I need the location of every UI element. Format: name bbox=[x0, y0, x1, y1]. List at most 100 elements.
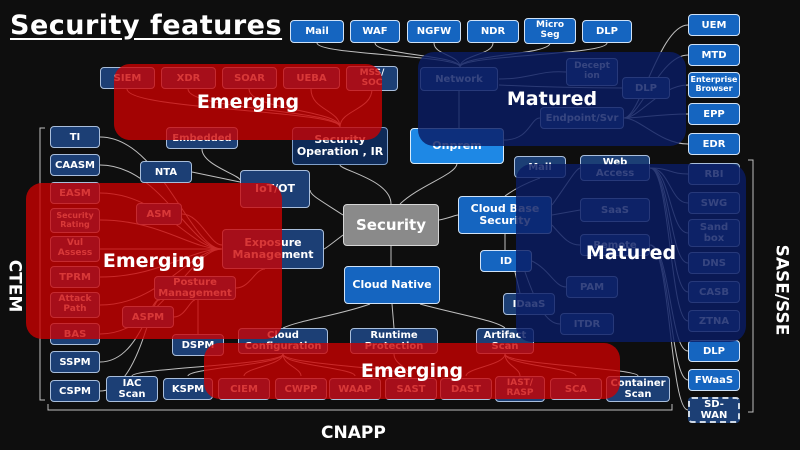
node-network[interactable]: Network bbox=[420, 67, 498, 91]
node-artifact-scan[interactable]: Artifact Scan bbox=[476, 328, 534, 354]
node-asm[interactable]: ASM bbox=[136, 203, 182, 225]
node-iac-scan[interactable]: IAC Scan bbox=[106, 376, 158, 402]
node-cwpp[interactable]: CWPP bbox=[275, 378, 327, 400]
node-container-scan[interactable]: Container Scan bbox=[606, 376, 670, 402]
node-cspm[interactable]: CSPM bbox=[50, 380, 100, 402]
node-epp[interactable]: EPP bbox=[688, 103, 740, 125]
node-dspm[interactable]: DSPM bbox=[172, 334, 224, 356]
node-iot-ot[interactable]: IoT/OT bbox=[240, 170, 310, 208]
connector-ctem bbox=[99, 248, 223, 278]
connector-security-operation bbox=[339, 164, 392, 205]
node-caasm[interactable]: CAASM bbox=[50, 154, 100, 176]
node-mail-mid[interactable]: Mail bbox=[514, 156, 566, 178]
node-bas[interactable]: BAS bbox=[50, 323, 100, 345]
node-waap[interactable]: WAAP bbox=[329, 378, 381, 400]
node-onprem[interactable]: Onprem bbox=[410, 128, 504, 164]
node-easm[interactable]: EASM bbox=[50, 182, 100, 204]
connector-nta bbox=[191, 171, 241, 183]
node-itdr[interactable]: ITDR bbox=[560, 313, 614, 335]
connector-idaas bbox=[514, 271, 521, 294]
connector-aspm bbox=[173, 299, 196, 318]
node-waf[interactable]: WAF bbox=[350, 20, 400, 43]
node-embedded[interactable]: Embedded bbox=[166, 127, 238, 149]
connector-artifact bbox=[419, 303, 506, 329]
connector-asm bbox=[181, 213, 223, 246]
node-dlp-mid[interactable]: DLP bbox=[622, 77, 670, 99]
connector-deception bbox=[498, 71, 567, 80]
node-endpoint-svr[interactable]: Endpoint/Svr bbox=[540, 107, 624, 129]
connector-artifact-row bbox=[465, 353, 506, 377]
node-ngfw[interactable]: NGFW bbox=[407, 20, 461, 43]
connector-endpoint-column bbox=[623, 117, 689, 145]
node-dlp-right[interactable]: DLP bbox=[688, 340, 740, 362]
node-sspm[interactable]: SSPM bbox=[50, 351, 100, 373]
node-mss-soc[interactable]: MSS/ SOC bbox=[346, 66, 398, 91]
bracket-cnapp bbox=[47, 404, 673, 411]
node-casb[interactable]: CASB bbox=[688, 281, 740, 303]
node-aspm[interactable]: ASPM bbox=[122, 306, 174, 328]
connector-secops-row bbox=[339, 88, 373, 128]
node-saas[interactable]: SaaS bbox=[580, 198, 650, 222]
connector-remote bbox=[551, 224, 581, 246]
node-cloud-base-security[interactable]: Cloud Base Security bbox=[458, 196, 552, 234]
connector-sase-lower bbox=[649, 244, 689, 381]
label-ctem: CTEM bbox=[4, 259, 25, 313]
bracket-sase bbox=[748, 159, 754, 413]
node-rbi[interactable]: RBI bbox=[688, 163, 740, 185]
bracket-ctem bbox=[39, 127, 45, 401]
node-sd-wan[interactable]: SD- WAN bbox=[688, 397, 740, 423]
node-cloud-native[interactable]: Cloud Native bbox=[344, 266, 440, 304]
connector-embedded bbox=[201, 148, 241, 181]
connector-sase-lower bbox=[649, 244, 689, 352]
node-attack-path[interactable]: Attack Path bbox=[50, 292, 100, 318]
node-mail-top[interactable]: Mail bbox=[290, 20, 344, 43]
node-cloud-configuration[interactable]: Cloud Configuration bbox=[238, 328, 328, 354]
node-vul-assess[interactable]: Vul Assess bbox=[50, 236, 100, 262]
node-exposure-management[interactable]: Exposure Management bbox=[222, 229, 324, 269]
node-pam[interactable]: PAM bbox=[566, 276, 618, 298]
node-uem[interactable]: UEM bbox=[688, 14, 740, 36]
node-id[interactable]: ID bbox=[480, 250, 532, 272]
node-idaas[interactable]: IDaaS bbox=[503, 293, 555, 315]
connector-config-row bbox=[187, 353, 284, 377]
connector-secops-row bbox=[126, 88, 341, 128]
node-iast-rasp[interactable]: IAST/ RASP bbox=[495, 376, 545, 402]
node-runtime-protection[interactable]: Runtime Protection bbox=[350, 328, 438, 354]
node-ciem[interactable]: CIEM bbox=[218, 378, 270, 400]
connector-pam bbox=[531, 260, 567, 288]
node-nta[interactable]: NTA bbox=[140, 161, 192, 183]
node-sandbox[interactable]: Sand box bbox=[688, 219, 740, 247]
node-siem[interactable]: SIEM bbox=[100, 67, 155, 89]
node-sca[interactable]: SCA bbox=[550, 378, 602, 400]
node-security-operation[interactable]: Security Operation , IR bbox=[292, 127, 388, 165]
node-web-access[interactable]: Web Access bbox=[580, 155, 650, 181]
node-deception[interactable]: Decept ion bbox=[566, 58, 618, 86]
node-mtd[interactable]: MTD bbox=[688, 44, 740, 66]
node-dast[interactable]: DAST bbox=[440, 378, 492, 400]
node-security-rating[interactable]: Security Rating bbox=[50, 208, 100, 233]
node-security[interactable]: Security bbox=[343, 204, 439, 246]
node-kspm[interactable]: KSPM bbox=[163, 378, 213, 400]
connector-runtime bbox=[391, 303, 395, 329]
node-ndr[interactable]: NDR bbox=[467, 20, 519, 43]
node-ueba[interactable]: UEBA bbox=[283, 67, 340, 89]
connector-secops-row bbox=[187, 88, 341, 128]
node-ti[interactable]: TI bbox=[50, 126, 100, 148]
connector-cloud-config bbox=[282, 303, 371, 329]
node-swg[interactable]: SWG bbox=[688, 192, 740, 214]
connector-secops-row bbox=[248, 88, 341, 128]
connector-onprem bbox=[399, 163, 458, 205]
node-edr[interactable]: EDR bbox=[688, 133, 740, 155]
node-posture-management[interactable]: Posture Management bbox=[154, 276, 236, 300]
node-sast[interactable]: SAST bbox=[385, 378, 437, 400]
node-xdr[interactable]: XDR bbox=[161, 67, 216, 89]
node-remote[interactable]: Remote bbox=[580, 234, 650, 256]
node-tprm[interactable]: TPRM bbox=[50, 266, 100, 288]
node-ztna[interactable]: ZTNA bbox=[688, 310, 740, 332]
node-dlp-top[interactable]: DLP bbox=[582, 20, 632, 43]
node-enterprise-browser[interactable]: Enterprise Browser bbox=[688, 72, 740, 98]
node-fwaas[interactable]: FWaaS bbox=[688, 369, 740, 391]
node-soar[interactable]: SOAR bbox=[222, 67, 277, 89]
node-dns[interactable]: DNS bbox=[688, 252, 740, 274]
node-micro-seg[interactable]: Micro Seg bbox=[524, 18, 576, 44]
